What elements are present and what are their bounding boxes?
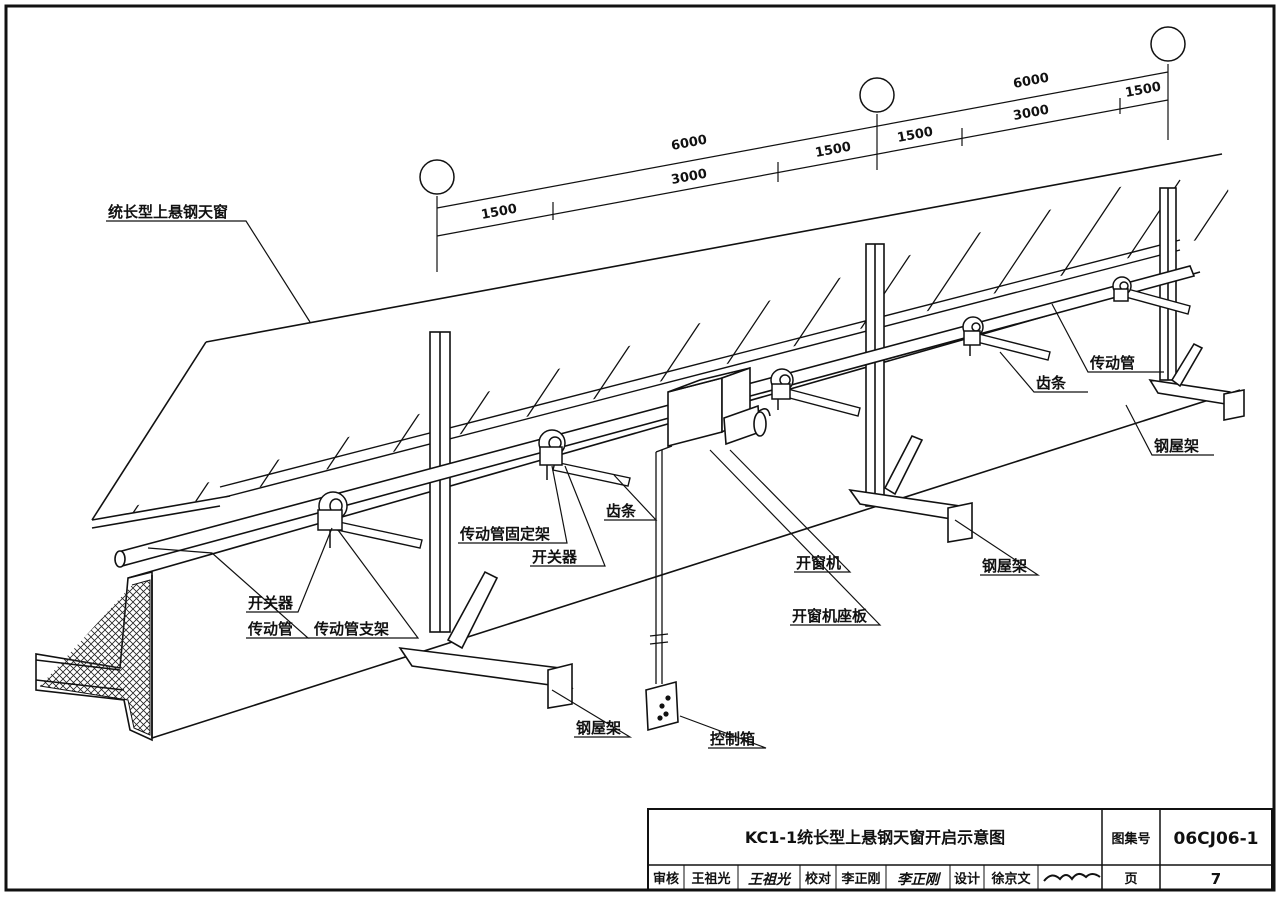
sheet-border xyxy=(4,4,1276,892)
label-control-box: 控制箱 xyxy=(710,730,755,748)
control-box xyxy=(645,680,679,732)
dim-right-total: 6000 xyxy=(1012,71,1050,92)
design-label: 设计 xyxy=(954,871,980,887)
dim-left-quarter-b: 1500 xyxy=(814,140,852,161)
check-label: 校对 xyxy=(805,871,831,887)
racks xyxy=(327,287,1191,549)
truss-right xyxy=(1148,187,1245,421)
page-label: 页 xyxy=(1124,872,1137,887)
label-roof-truss-right: 钢屋架 xyxy=(1154,437,1199,455)
label-drive-tube-right: 传动管 xyxy=(1089,354,1135,372)
dim-left-quarter-a: 1500 xyxy=(480,202,518,223)
label-roof-truss-left: 钢屋架 xyxy=(576,719,621,737)
axis-circles xyxy=(419,26,1186,195)
label-roof-truss-mid: 钢屋架 xyxy=(982,557,1027,575)
label-switch-left: 开关器 xyxy=(248,594,294,612)
label-tube-support: 传动管支架 xyxy=(313,620,389,638)
window-opener xyxy=(667,366,771,448)
label-drive-tube-left: 传动管 xyxy=(247,620,293,638)
drawing-title: KC1-1统长型上悬钢天窗开启示意图 xyxy=(745,828,1005,847)
dim-left-total: 6000 xyxy=(670,133,708,154)
roof-wall xyxy=(35,271,1241,742)
page-number: 7 xyxy=(1211,870,1221,888)
label-skylight: 统长型上悬钢天窗 xyxy=(108,203,228,221)
dimension-lines xyxy=(436,64,1169,272)
review-label: 审核 xyxy=(653,871,679,887)
skylight-sash xyxy=(91,153,1235,529)
control-box-cable xyxy=(649,445,673,684)
label-rack-right: 齿条 xyxy=(1036,374,1067,392)
checker-name: 李正刚 xyxy=(840,871,880,887)
dim-right-quarter-a: 1500 xyxy=(896,125,934,146)
drive-tube xyxy=(114,265,1196,568)
label-switch-mid: 开关器 xyxy=(532,548,578,566)
atlas-no: 06CJ06-1 xyxy=(1174,829,1259,849)
dim-left-half: 3000 xyxy=(670,167,708,188)
switch-couplers xyxy=(317,276,1132,548)
designer-signature xyxy=(1043,873,1101,882)
reviewer-signature: 王祖光 xyxy=(748,871,792,888)
dim-right-half: 3000 xyxy=(1012,103,1050,124)
label-fixing-bracket: 传动管固定架 xyxy=(459,525,550,543)
label-opener-base: 开窗机座板 xyxy=(792,607,868,625)
reviewer-name: 王祖光 xyxy=(691,871,730,887)
truss-left xyxy=(398,331,574,709)
label-rack-mid: 齿条 xyxy=(606,502,637,520)
label-opener: 开窗机 xyxy=(796,554,841,572)
designer-name: 徐京文 xyxy=(990,871,1031,887)
dim-right-quarter-b: 1500 xyxy=(1124,80,1162,101)
leader-lines xyxy=(106,220,1214,749)
atlas-no-label: 图集号 xyxy=(1111,831,1150,847)
truss-middle xyxy=(848,243,973,543)
checker-signature: 李正刚 xyxy=(897,871,942,888)
title-block xyxy=(647,808,1273,891)
